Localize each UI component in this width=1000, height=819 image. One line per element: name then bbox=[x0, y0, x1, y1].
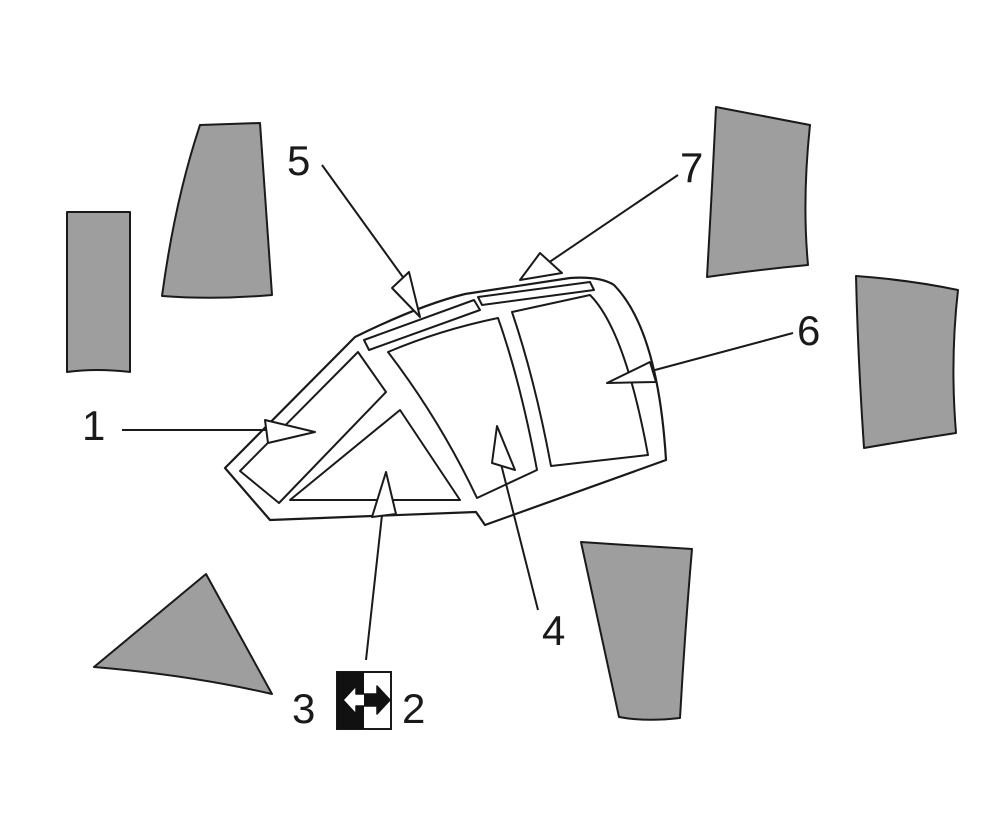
mask-tapered-left bbox=[161, 122, 273, 299]
frame-strip-top-front bbox=[363, 299, 481, 351]
callout-5: 5 bbox=[287, 137, 310, 184]
callout-4: 4 bbox=[542, 607, 565, 654]
callout-2: 2 bbox=[402, 685, 425, 732]
arrowhead-5 bbox=[391, 271, 421, 318]
left-right-arrows-icon bbox=[336, 671, 392, 730]
mask-bottom-center bbox=[580, 541, 693, 721]
pane-side-rear bbox=[511, 294, 649, 467]
mask-tall-rectangle bbox=[66, 211, 131, 373]
callout-arrows bbox=[122, 164, 794, 661]
pane-side-front bbox=[289, 409, 461, 501]
mask-right bbox=[855, 275, 959, 449]
mask-top-right bbox=[706, 106, 811, 278]
callout-6: 6 bbox=[797, 307, 820, 354]
callout-1: 1 bbox=[82, 402, 105, 449]
pane-windscreen bbox=[239, 351, 387, 504]
callout-labels: 1 5 7 6 4 3 2 bbox=[82, 137, 820, 732]
canopy-outline bbox=[223, 276, 668, 527]
callout-7: 7 bbox=[680, 144, 703, 191]
arrowhead-2-3 bbox=[371, 471, 397, 518]
arrowhead-7 bbox=[519, 252, 563, 281]
leader-line-7 bbox=[547, 174, 679, 264]
mask-set bbox=[66, 106, 959, 721]
leader-line-2-3 bbox=[365, 514, 383, 661]
callout-3: 3 bbox=[292, 685, 315, 732]
arrowhead-4 bbox=[491, 425, 516, 471]
frame-strip-top-rear bbox=[477, 281, 595, 306]
arrowhead-1 bbox=[264, 419, 316, 444]
leader-line-5 bbox=[321, 164, 406, 281]
leader-line-4 bbox=[499, 459, 539, 611]
mask-triangle bbox=[93, 573, 273, 695]
arrowhead-6 bbox=[606, 361, 657, 384]
leader-line-6 bbox=[654, 332, 794, 371]
